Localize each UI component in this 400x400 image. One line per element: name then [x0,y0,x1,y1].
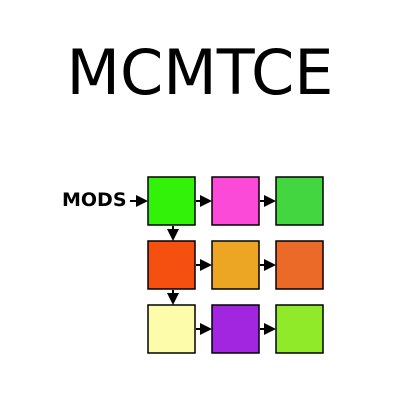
diagram-title: MCMTCE [66,36,334,109]
grid-box-r2-c2 [211,240,260,290]
grid-box-r3-c3 [275,304,324,354]
grid-box-r1-c3 [275,176,324,226]
entry-label: MODS [62,189,127,211]
grid-box-r1-c2 [211,176,260,226]
grid-box-r2-c3 [275,240,324,290]
grid-box-r2-c1 [147,240,196,290]
grid-box-r3-c1 [147,304,196,354]
grid-box-r3-c2 [211,304,260,354]
grid-box-r1-c1 [147,176,196,226]
